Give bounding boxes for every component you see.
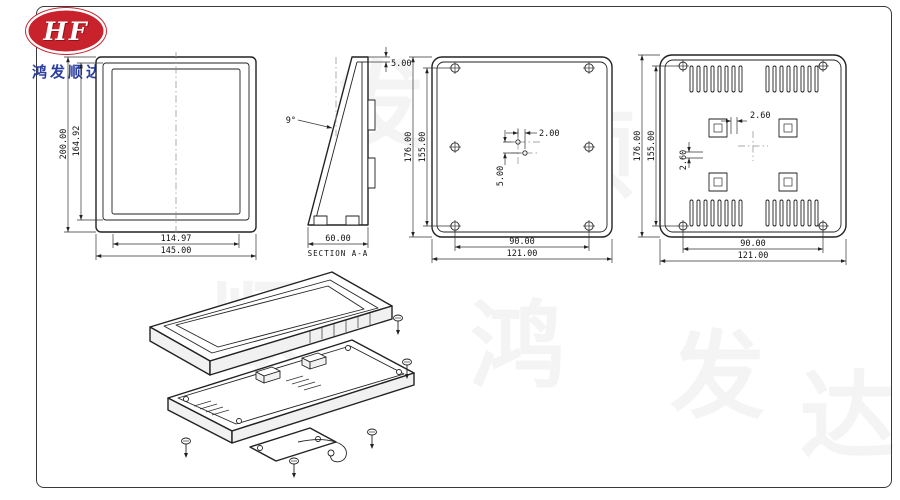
dim-rear-hole-offset-x: 2.00: [539, 129, 559, 139]
tray-screw-hole: [236, 418, 242, 424]
mounting-bosses: [708, 118, 798, 192]
vent-slats-bottom: [689, 199, 819, 227]
tray-clip: [301, 352, 327, 370]
boss: [778, 172, 798, 192]
rear-screws: [449, 62, 595, 232]
dim-vent-boss-offset-y: 2.60: [679, 150, 689, 170]
screw-hole: [583, 141, 595, 153]
dim-vent-width-outer: 121.00: [738, 251, 769, 261]
dim-vent-height-screws: 155.00: [647, 131, 657, 162]
bracket-hole: [257, 445, 263, 451]
screw: [181, 437, 191, 458]
dim-vent-width-screws: 90.00: [740, 239, 766, 249]
vent-slats-top: [689, 65, 819, 93]
dim-front-height-inner: 164.92: [72, 126, 82, 157]
section-inner-slant: [314, 61, 358, 223]
screw-hole: [583, 62, 595, 74]
rear-view: 2.00 5.00 176.00 155.00 90.00: [404, 56, 613, 263]
front-view: 200.00 164.92 114.97 145.00: [59, 52, 257, 260]
section-label: SECTION A-A: [308, 249, 369, 258]
screw: [393, 314, 403, 335]
vent-view: 2.60 2.60 176.00 155.00 90.00: [633, 54, 847, 265]
screw-hole: [583, 220, 595, 232]
cover-front-edge: [209, 305, 393, 376]
bracket-hole: [315, 436, 321, 442]
screw-hole: [817, 60, 829, 72]
dim-front-width-inner: 114.97: [161, 234, 192, 244]
screw-hole: [449, 141, 461, 153]
dim-rear-width-outer: 121.00: [507, 249, 538, 259]
foot: [313, 215, 328, 226]
cable-connector: [327, 449, 335, 457]
cover-edge-vents: [309, 313, 371, 343]
isometric-exploded-view: [149, 271, 415, 478]
screw: [367, 428, 377, 449]
dim-rear-height-screws: 155.00: [418, 132, 428, 163]
cable: [297, 439, 347, 463]
dim-front-width-outer: 145.00: [161, 246, 192, 256]
screw: [402, 358, 412, 379]
iso-base-tray: [167, 339, 415, 444]
dim-vent-height-outer: 176.00: [633, 131, 643, 162]
iso-top-cover: [149, 271, 393, 376]
tray-floor: [177, 345, 405, 425]
drawing-border: [36, 6, 892, 488]
tray-vent-slots: [193, 375, 322, 416]
dim-section-depth: 60.00: [325, 234, 351, 244]
boss: [708, 172, 728, 192]
mount-clip: [367, 99, 376, 131]
dim-rear-hole-offset-y: 5.00: [496, 166, 506, 186]
dim-rear-height-outer: 176.00: [404, 132, 414, 163]
screw-hole: [449, 62, 461, 74]
angle-leader: [297, 119, 333, 129]
tray-front-edge: [231, 372, 415, 444]
foot: [345, 215, 360, 226]
screw: [289, 457, 299, 478]
company-logo: HF 鸿发顺达: [26, 8, 110, 82]
logo-brand-text: HF: [43, 16, 89, 46]
section-body: [307, 56, 369, 226]
tray-screw-hole: [183, 396, 189, 402]
mount-clip: [367, 157, 376, 189]
screw-hole: [677, 220, 689, 232]
screw-hole: [449, 220, 461, 232]
boss: [708, 118, 728, 138]
boss: [778, 118, 798, 138]
cover-screen: [175, 285, 365, 348]
tray-screw-hole: [345, 345, 351, 351]
dim-vent-boss-offset-x: 2.60: [750, 111, 770, 121]
screw-hole: [817, 220, 829, 232]
dim-section-top-thickness: 5.00: [391, 59, 411, 69]
dim-front-height-outer: 200.00: [59, 129, 69, 160]
screw-hole: [677, 60, 689, 72]
dim-rear-width-screws: 90.00: [509, 237, 535, 247]
dim-section-angle: 9°: [286, 116, 296, 126]
tray-screw-hole: [396, 369, 402, 375]
rear-inner-edge: [436, 61, 608, 233]
logo-oval: HF: [26, 8, 106, 54]
cover-bezel: [163, 279, 379, 354]
vent-screws: [677, 60, 829, 232]
tray-clip: [255, 366, 281, 384]
iso-bracket: [249, 427, 347, 463]
section-view: 5.00 9° 60.00 SECTION A-A: [286, 47, 411, 258]
iso-screws: [181, 314, 412, 478]
